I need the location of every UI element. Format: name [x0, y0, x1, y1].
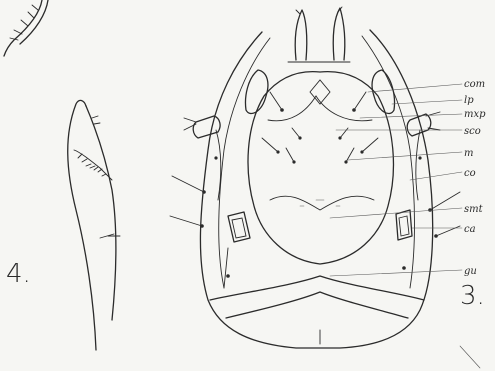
leader-lines	[330, 84, 462, 276]
label-gu: gu	[464, 266, 477, 277]
label-ca: ca	[464, 224, 476, 235]
figure-3-number: 3.	[460, 281, 485, 311]
figure-4-number: 4.	[6, 259, 31, 289]
label-co: co	[464, 168, 476, 179]
label-smt: smt	[464, 204, 484, 215]
setae-bases	[200, 108, 438, 278]
label-com: com	[464, 79, 485, 90]
label-mxp: mxp	[464, 109, 486, 120]
figure-4-drawing	[68, 100, 120, 350]
label-m: m	[464, 148, 473, 159]
stray-mark	[460, 346, 480, 368]
label-sco: sco	[464, 126, 481, 137]
appendage-fragment	[4, 0, 48, 56]
annotation-labels: com lp mxp sco m co smt ca gu	[464, 79, 486, 277]
figure-3-drawing	[170, 7, 460, 348]
label-lp: lp	[464, 95, 474, 106]
